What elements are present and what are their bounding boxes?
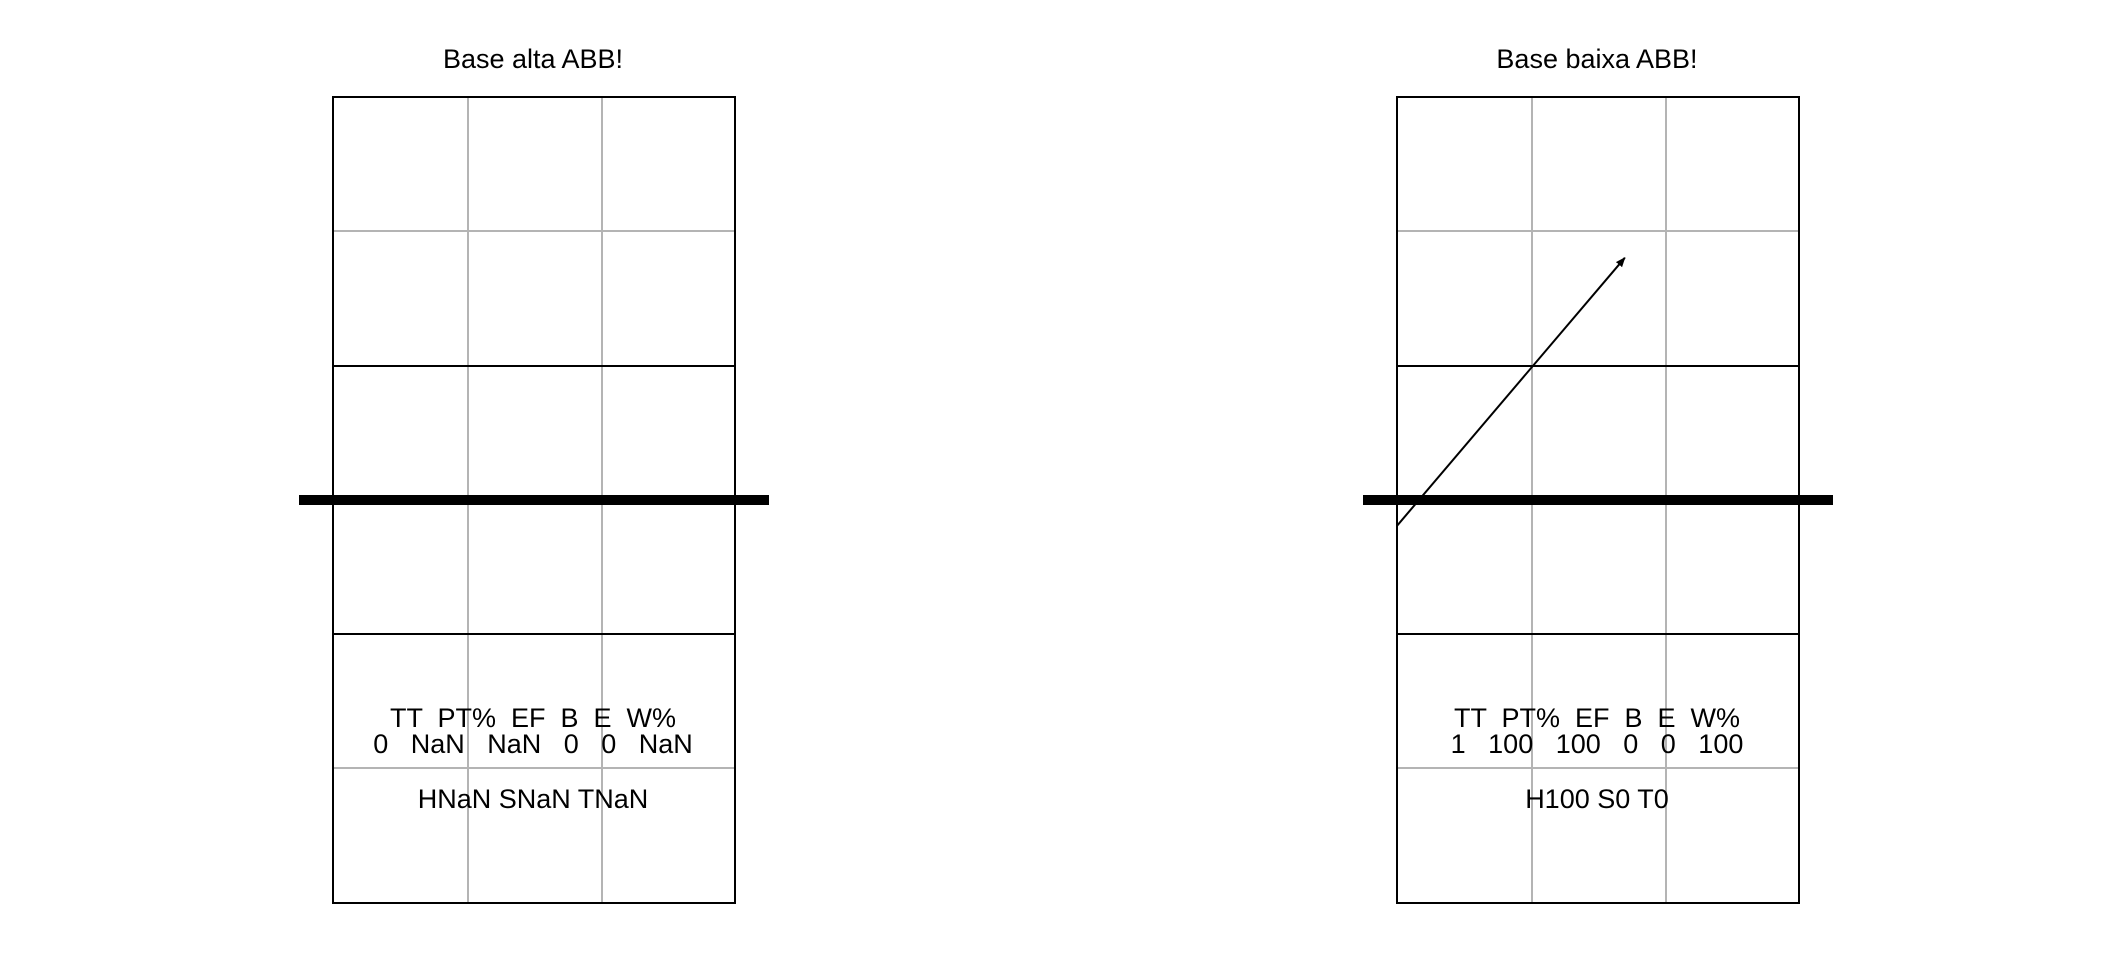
arrow-layer	[1396, 257, 1626, 527]
panel-title: Base alta ABB!	[443, 44, 623, 74]
attack-arrow	[1396, 257, 1626, 527]
stats-header: TT PT% EF B E W%	[390, 703, 676, 733]
panel-title: Base baixa ABB!	[1496, 44, 1697, 74]
stats-values: 0 NaN NaN 0 0 NaN	[373, 729, 693, 759]
summary-text: HNaN SNaN TNaN	[418, 784, 649, 814]
stats-header: TT PT% EF B E W%	[1454, 703, 1740, 733]
summary-text: H100 S0 T0	[1525, 784, 1669, 814]
stats-values: 1 100 100 0 0 100	[1451, 729, 1744, 759]
court-panel-base-baixa: Base baixa ABB! TT PT% EF B E W% 1 100 1…	[1363, 44, 1833, 904]
court-panel-base-alta: Base alta ABB! TT PT% EF B E W% 0 NaN Na…	[299, 44, 769, 904]
